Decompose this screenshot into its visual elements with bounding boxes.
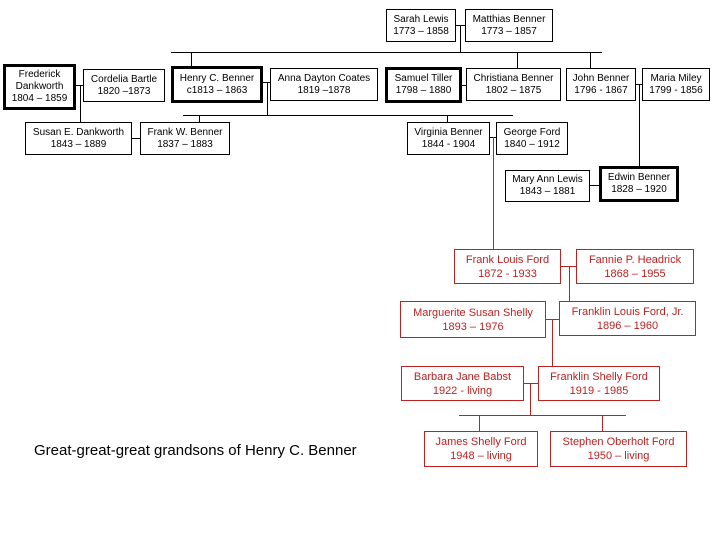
connector	[132, 138, 140, 139]
person-name: Cordelia Bartle	[90, 73, 158, 85]
person-dates: 1840 – 1912	[504, 138, 560, 150]
connector	[199, 115, 200, 122]
person-name: Maria Miley	[650, 72, 702, 84]
person-dates: 1844 - 1904	[421, 138, 476, 150]
person-name: Stephen Oberholt Ford	[562, 436, 675, 448]
person-name: Susan E. Dankworth	[32, 126, 125, 138]
connector	[517, 52, 518, 68]
person-name: Franklin Louis Ford, Jr.	[571, 305, 684, 318]
person-name: John Benner	[572, 72, 630, 84]
person-name: Samuel Tiller	[394, 73, 453, 84]
person-name: Frederick Dankworth	[15, 69, 64, 92]
person-dates: 1948 – living	[450, 450, 512, 462]
person-dates: 1837 – 1883	[157, 138, 213, 150]
person-name: Virginia Benner	[414, 126, 483, 138]
person-name: Fannie P. Headrick	[588, 253, 682, 266]
connector	[602, 415, 603, 431]
connector	[171, 52, 602, 53]
connector	[183, 115, 513, 116]
person-dates: 1896 – 1960	[596, 319, 659, 332]
person-name: Sarah Lewis	[393, 13, 449, 25]
person-name: Edwin Benner	[607, 172, 671, 183]
person-dates: 1802 – 1875	[485, 84, 542, 96]
connector	[263, 82, 270, 83]
connector	[459, 415, 626, 416]
person-box-franklinjr: Franklin Louis Ford, Jr.1896 – 1960	[559, 301, 696, 336]
person-name: Matthias Benner	[472, 13, 546, 25]
connector	[524, 383, 538, 384]
person-dates: 1796 - 1867	[574, 84, 628, 96]
person-dates: 1919 - 1985	[569, 384, 629, 397]
person-name: Franklin Shelly Ford	[550, 370, 648, 383]
person-dates: 1820 –1873	[97, 85, 151, 97]
connector	[561, 266, 576, 267]
person-box-stephen: Stephen Oberholt Ford 1950 – living	[550, 431, 687, 467]
person-name: Frank W. Benner	[147, 126, 223, 138]
person-name: Christiana Benner	[473, 72, 554, 84]
person-name: Mary Ann Lewis	[512, 174, 583, 185]
connector	[590, 185, 599, 186]
connector	[569, 266, 570, 301]
person-name: Marguerite Susan Shelly	[413, 306, 533, 319]
person-dates: 1872 - 1933	[478, 267, 537, 280]
connector	[267, 82, 268, 115]
person-dates: 1799 - 1856	[649, 84, 703, 96]
person-dates: 1950 – living	[587, 450, 650, 462]
person-dates: 1843 – 1889	[50, 138, 107, 150]
person-name: Henry C. Benner	[179, 72, 255, 84]
connector	[639, 84, 640, 166]
person-name: James Shelly Ford	[435, 436, 527, 448]
person-dates: 1773 – 1858	[393, 25, 449, 37]
connector	[479, 415, 480, 431]
person-dates: 1773 – 1857	[481, 25, 537, 37]
connector	[76, 85, 83, 86]
person-dates: 1828 – 1920	[611, 184, 667, 195]
person-dates: c1813 – 1863	[186, 84, 248, 96]
connector	[80, 85, 81, 122]
person-name: George Ford	[503, 126, 561, 138]
person-dates: 1798 – 1880	[395, 85, 452, 96]
person-dates: 1819 –1878	[297, 84, 351, 96]
person-dates: 1893 – 1976	[442, 320, 504, 333]
connector	[493, 137, 494, 249]
person-dates: 1868 – 1955	[604, 267, 666, 280]
connector	[552, 319, 553, 366]
connector	[191, 52, 192, 68]
person-dates: 1843 – 1881	[519, 186, 576, 197]
person-dates: 1804 – 1859	[11, 93, 68, 104]
connector	[590, 52, 591, 68]
person-name: Anna Dayton Coates	[277, 72, 371, 84]
person-box-james: James Shelly Ford 1948 – living	[424, 431, 538, 467]
person-dates: 1922 - living	[432, 384, 493, 397]
connector	[460, 25, 461, 52]
person-name: Barbara Jane Babst	[413, 370, 512, 383]
person-name: Frank Louis Ford	[465, 253, 550, 266]
connector	[447, 115, 448, 122]
connector	[462, 85, 466, 86]
connector	[530, 383, 531, 415]
diagram-title: Great-great-great grandsons of Henry C. …	[34, 442, 357, 459]
